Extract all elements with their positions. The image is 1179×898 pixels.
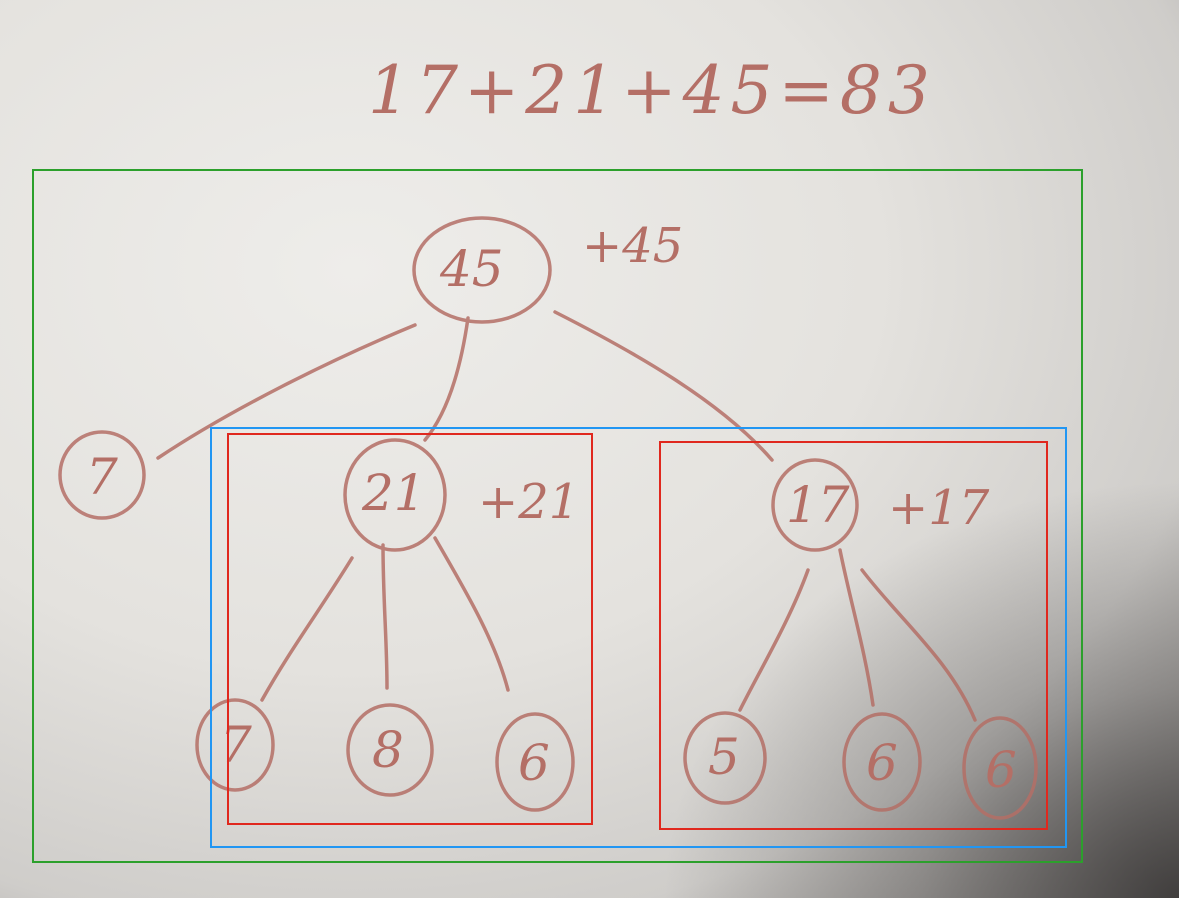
edge-root-right — [553, 310, 774, 462]
node-right-child-2: 6 — [866, 734, 898, 792]
node-middle-child-2: 8 — [372, 721, 404, 779]
node-middle-label: 21 — [362, 464, 426, 522]
node-middle-child-3: 6 — [518, 734, 550, 792]
node-circle-r-c2 — [842, 712, 922, 812]
red-box-right-subtree — [659, 441, 1048, 830]
node-circle-middle — [343, 438, 447, 552]
edge-right-child1 — [738, 568, 810, 712]
node-left-leaf-label: 7 — [86, 448, 118, 506]
edge-middle-child2 — [381, 543, 389, 690]
annotation-middle: +21 — [478, 474, 580, 530]
edge-root-left-leaf — [156, 323, 417, 460]
edge-right-child2 — [838, 548, 875, 707]
edge-middle-child3 — [433, 536, 510, 692]
node-right-child-3: 6 — [985, 741, 1017, 799]
node-circle-root — [412, 216, 552, 324]
node-root-label: 45 — [440, 240, 504, 298]
edge-root-middle — [423, 316, 470, 442]
node-circle-r-c1 — [683, 711, 767, 805]
blue-subtrees-box — [210, 427, 1067, 848]
annotation-root: +45 — [582, 218, 684, 274]
annotation-right: +17 — [888, 480, 990, 536]
edge-right-child3 — [860, 568, 977, 722]
node-circle-right — [771, 458, 859, 552]
node-middle-child-1: 7 — [220, 716, 252, 774]
edge-middle-child1 — [260, 556, 354, 702]
node-circle-left-leaf — [58, 430, 146, 520]
red-box-middle-subtree — [227, 433, 593, 825]
node-circle-m-c1 — [195, 698, 275, 792]
node-circle-m-c3 — [495, 712, 575, 812]
node-circle-m-c2 — [346, 703, 434, 797]
node-circle-r-c3 — [962, 716, 1038, 820]
green-outer-box — [32, 169, 1083, 863]
node-right-child-1: 5 — [708, 728, 740, 786]
node-right-label: 17 — [786, 476, 850, 534]
equation-text: 17+21+45=83 — [368, 52, 936, 129]
